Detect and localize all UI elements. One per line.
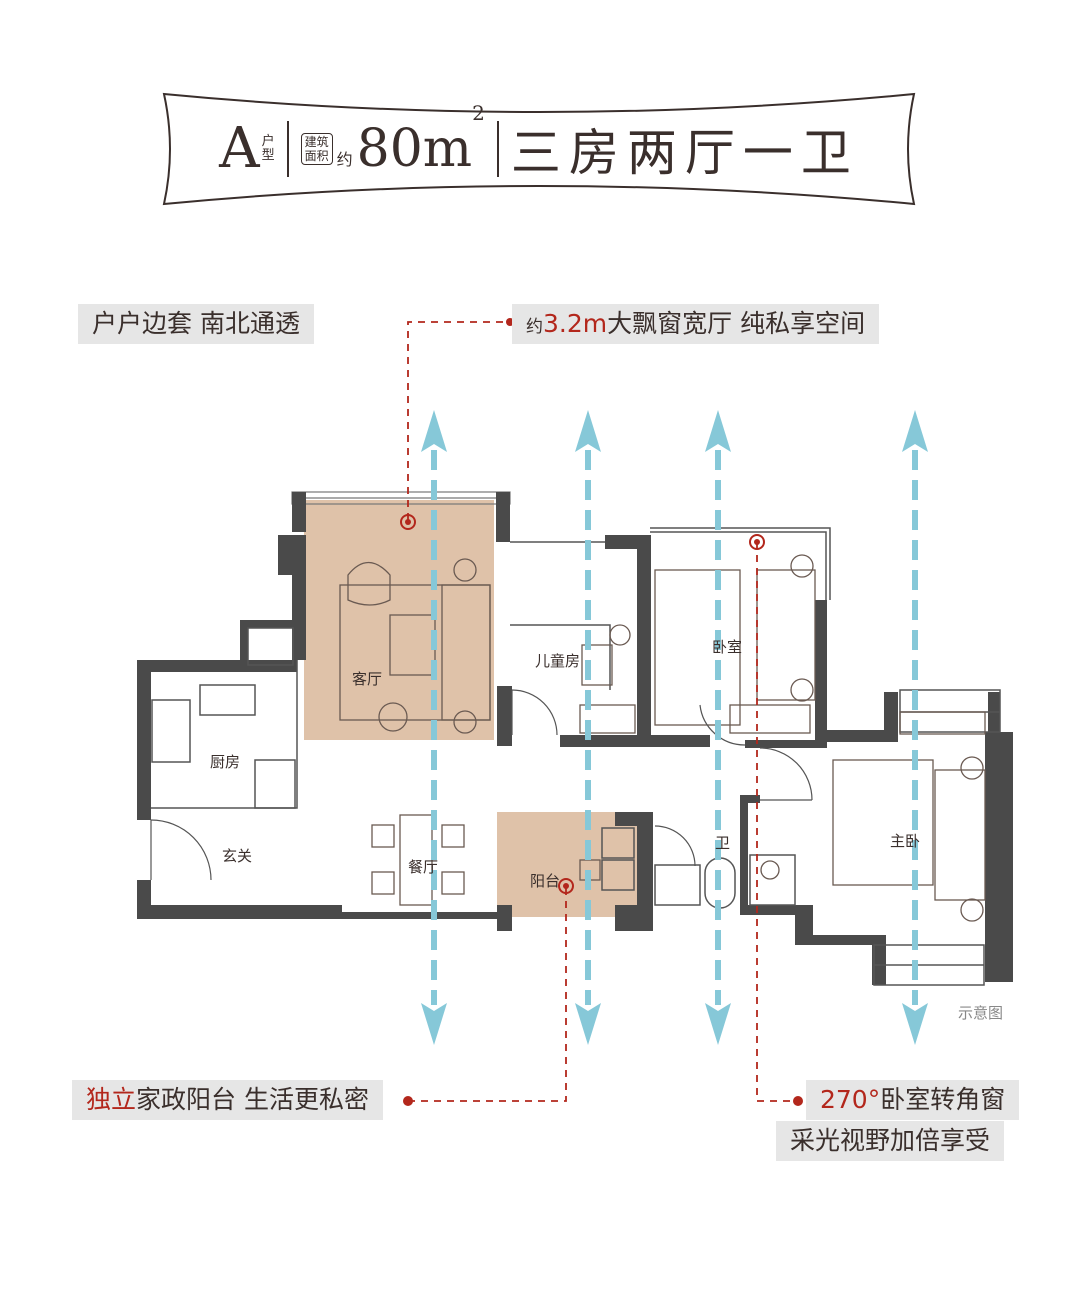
callout-lines [407,321,796,1102]
airflow-arrow-3 [705,410,731,1045]
schematic-note: 示意图 [958,1004,1004,1022]
label-entry: 玄关 [222,847,252,865]
room-labels: 客厅 儿童房 卧室 厨房 玄关 餐厅 阳台 卫 主卧 [210,638,920,890]
title-banner: A 户 型 建筑 面积 约 80m2 三房两厅一卫 [160,90,918,208]
living-room-fill [304,500,494,740]
airflow-arrow-1 [421,410,447,1045]
door-arcs [150,689,813,881]
label-kitchen: 厨房 [210,753,240,771]
area-value: 80m2 [356,101,485,179]
unit-letter: A [219,116,260,181]
tag-corner-window: 270°卧室转角窗 [806,1080,1020,1120]
label-bedroom: 卧室 [712,638,742,656]
label-balcony: 阳台 [530,872,560,890]
title-divider-2 [496,121,499,177]
walls [137,492,1013,985]
label-kids: 儿童房 [535,652,580,670]
airflow-arrow-2 [575,410,601,1045]
tag-service-balcony: 独立家政阳台 生活更私密 [72,1080,383,1120]
approx-label: 约 [336,150,353,169]
furniture [339,554,986,922]
label-bathroom: 卫 [715,834,730,852]
balcony-fill [497,812,637,917]
tag-corner-window-line2: 采光视野加倍享受 [776,1121,1005,1161]
banner-frame [162,92,916,206]
area-superscript: 2 [472,101,485,125]
area-type-box: 建筑 面积 [300,133,333,165]
unit-type-label: 户 型 [261,134,275,163]
tag-corner-unit: 户户边套 南北通透 [78,304,314,344]
layout-title: 三房两厅一卫 [510,124,859,182]
callout-markers [400,318,803,1106]
title-row: A 户 型 建筑 面积 约 80m2 三房两厅一卫 [160,90,918,208]
title-divider [286,121,289,177]
label-dining: 餐厅 [408,858,438,876]
label-living: 客厅 [352,670,382,688]
airflow-arrows [421,410,928,1045]
label-master: 主卧 [890,832,920,850]
tag-bay-window: 约3.2m大飘窗宽厅 纯私享空间 [512,304,880,344]
airflow-arrow-4 [902,410,928,1045]
